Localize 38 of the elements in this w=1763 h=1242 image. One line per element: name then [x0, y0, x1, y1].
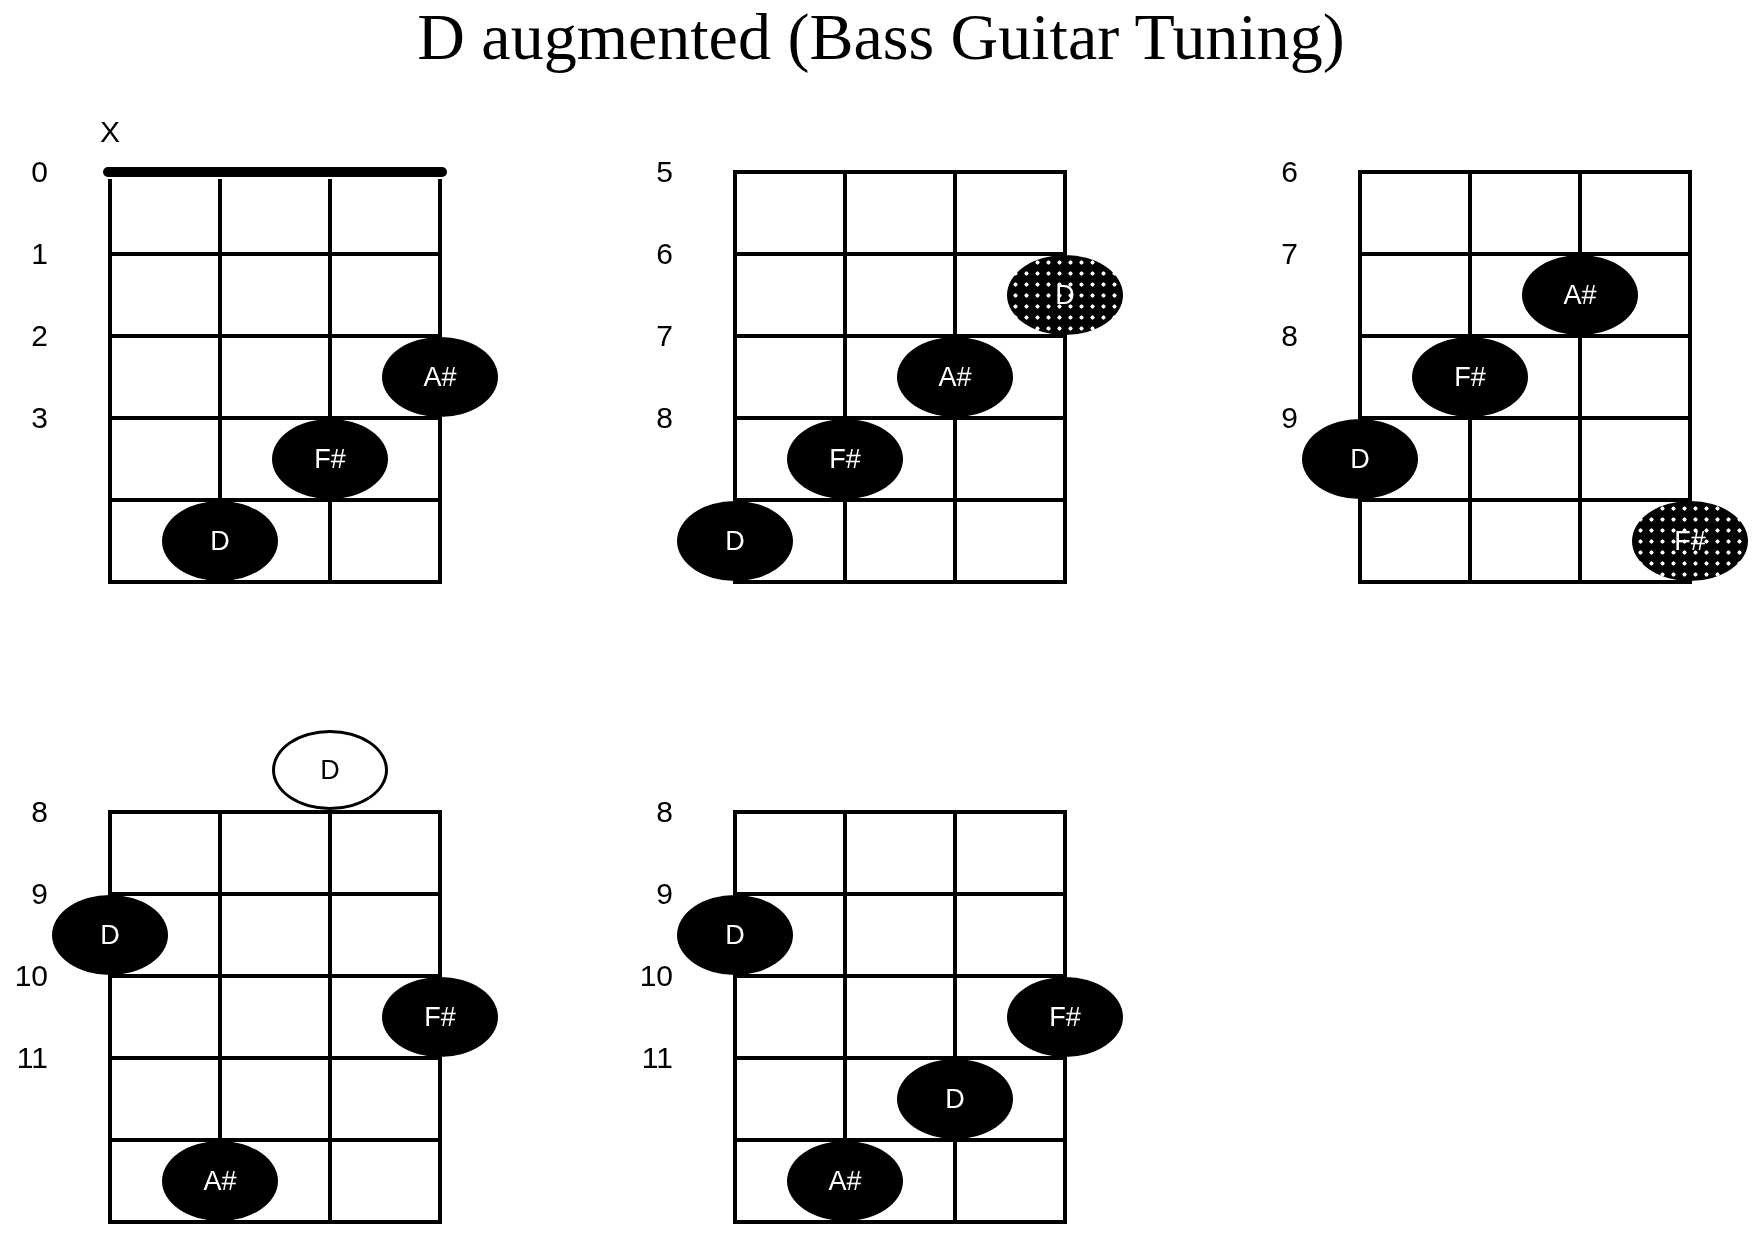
- fret-number: 10: [14, 961, 48, 991]
- note-marker: F#: [1007, 977, 1123, 1057]
- fret-number: 3: [31, 403, 48, 433]
- fret-number: 7: [1281, 239, 1298, 269]
- fret-number: 1: [31, 239, 48, 269]
- fret-number: 2: [31, 321, 48, 351]
- fret-number: 8: [1281, 321, 1298, 351]
- note-marker: D: [897, 1059, 1013, 1139]
- fret-number: 11: [641, 1043, 673, 1073]
- note-marker: F#: [787, 419, 903, 499]
- note-marker: D: [1302, 419, 1418, 499]
- note-marker: F#: [272, 419, 388, 499]
- note-marker: A#: [162, 1141, 278, 1221]
- note-marker: D: [162, 501, 278, 581]
- fret-number: 5: [656, 157, 673, 187]
- fret-number: 8: [656, 797, 673, 827]
- fret-number: 9: [656, 879, 673, 909]
- fret-number: 10: [639, 961, 673, 991]
- note-marker: D: [677, 501, 793, 581]
- fret-number: 6: [1281, 157, 1298, 187]
- note-marker: F#: [382, 977, 498, 1057]
- note-marker: A#: [1522, 255, 1638, 335]
- note-marker: F#: [1412, 337, 1528, 417]
- fret-number: 7: [656, 321, 673, 351]
- note-marker: A#: [787, 1141, 903, 1221]
- mute-mark: X: [100, 117, 120, 147]
- fret-number: 8: [31, 797, 48, 827]
- fret-number: 8: [656, 403, 673, 433]
- fret-number: 6: [656, 239, 673, 269]
- fret-number: 11: [16, 1043, 48, 1073]
- note-marker: D: [52, 895, 168, 975]
- note-marker: A#: [897, 337, 1013, 417]
- fret-number: 9: [1281, 403, 1298, 433]
- note-marker: A#: [382, 337, 498, 417]
- open-note-marker: D: [272, 730, 388, 810]
- fret-number: 9: [31, 879, 48, 909]
- note-marker: D: [677, 895, 793, 975]
- fret-number: 0: [31, 157, 48, 187]
